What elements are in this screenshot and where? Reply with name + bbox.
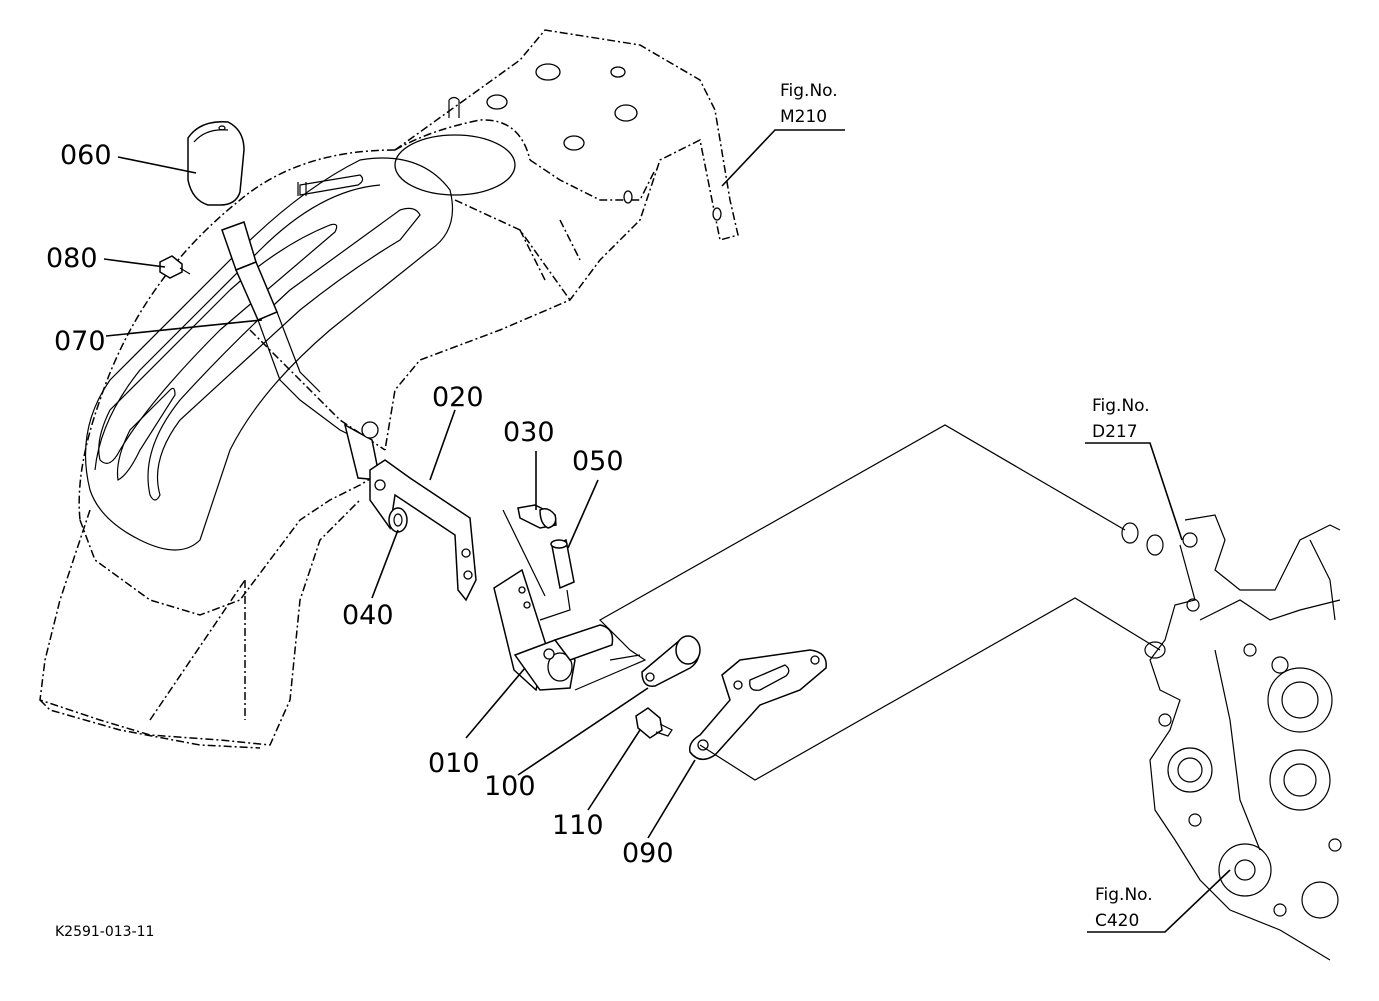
link-100 [641,635,701,687]
part-label-080: 080 [46,243,98,274]
figure-ref-caption: Fig.No. [1092,396,1150,416]
pin-050 [539,538,575,621]
part-label-020: 020 [432,382,484,413]
figure-ref-caption: Fig.No. [780,81,838,101]
figure-ref-number: M210 [780,107,827,127]
part-label-030: 030 [503,417,555,448]
shift-lever [221,221,381,481]
drawing-code: K2591-013-11 [55,924,154,940]
bracket-020 [369,459,477,602]
bolt-110 [635,707,673,739]
part-label-050: 050 [572,446,624,477]
part-label-100: 100 [484,771,536,802]
figure-ref-caption: Fig.No. [1095,885,1153,905]
alignment-lines [574,424,1164,781]
plate-090 [688,649,827,761]
part-label-090: 090 [622,838,674,869]
leader-lines [103,129,1231,933]
part-label-060: 060 [60,140,112,171]
nut-040 [388,507,408,533]
lever-guide-panel [84,157,454,551]
bolt-080 [159,255,191,279]
figure-ref-number: C420 [1095,911,1139,931]
knob-060 [187,121,245,206]
fender-housing [39,29,739,749]
part-label-010: 010 [428,748,480,779]
bolt-030 [502,504,557,597]
part-label-040: 040 [342,600,394,631]
part-label-list: 060 080 070 020 030 050 040 010 100 110 … [46,140,674,869]
figure-ref-number: D217 [1092,422,1138,442]
figure-ref-m210: Fig.No. M210 [780,81,838,127]
figure-ref-c420: Fig.No. C420 [1095,885,1153,931]
shift-arm-010 [493,568,614,692]
transmission-case [1144,514,1342,961]
part-label-110: 110 [552,810,604,841]
figure-ref-d217: Fig.No. D217 [1092,396,1150,442]
part-label-070: 070 [54,326,106,357]
